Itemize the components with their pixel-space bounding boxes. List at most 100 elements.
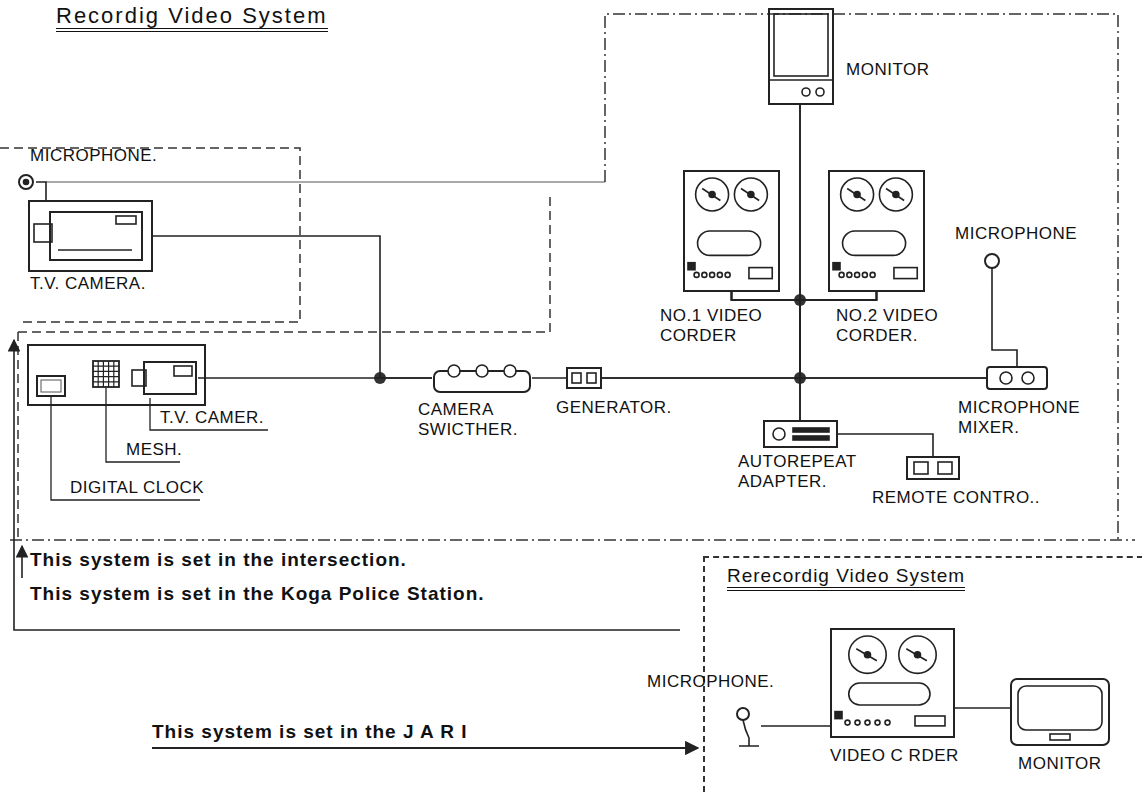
signal-wire (732, 292, 987, 378)
label-holder: NO.1 VIDEO CORDER (660, 306, 778, 346)
camera-detail (58, 249, 132, 251)
tape-path (698, 231, 761, 255)
label-holder: REMOTE CONTRO.. (872, 488, 1040, 508)
location-note: This system is set in the intersection. (30, 550, 407, 570)
control-button (717, 272, 722, 277)
label-holder: MESH. (126, 440, 182, 460)
adapter-bar (793, 428, 829, 432)
device-box: MONITOR (768, 8, 834, 105)
control-keys (749, 268, 772, 279)
label-holder: MONITOR (846, 60, 929, 80)
reel-spoke (741, 188, 759, 200)
signal-wire (800, 105, 877, 300)
clock-face (41, 380, 61, 392)
diagram-title: Recordig Video System (56, 6, 328, 32)
control-button (710, 272, 715, 277)
pointer-arrow (152, 747, 698, 749)
location-note: This system is set in the J A R I (152, 722, 468, 742)
control-button (875, 720, 880, 725)
camera-detail (174, 366, 192, 376)
device-icon (28, 200, 153, 272)
control-button (847, 272, 852, 277)
device-box: NO.2 VIDEO CORDER. (828, 170, 925, 292)
tape-reel (841, 178, 874, 211)
device-icon (980, 252, 1004, 286)
station-boundary (605, 14, 1118, 540)
control-light (835, 712, 842, 719)
generator-body (567, 368, 601, 388)
monitor-screen (1018, 686, 1102, 730)
monitor-stand (1050, 734, 1070, 740)
microphone-core (24, 180, 29, 185)
mesh-grid (93, 361, 119, 387)
device-box: T.V. CAMERA. (28, 200, 153, 272)
monitor-case (769, 9, 833, 104)
label-holder: NO.2 VIDEO CORDER. (836, 306, 958, 346)
intersection-boundary (17, 332, 19, 540)
generator-socket (572, 373, 581, 383)
leader-line (150, 398, 268, 430)
label-holder: T.V. CAMER. (160, 408, 264, 428)
mesh-grid (93, 361, 119, 387)
label-holder: VIDEO C RDER (830, 746, 959, 766)
control-button (865, 720, 870, 725)
label-holder: This system is set in the intersection. (30, 550, 407, 570)
reel-spoke (886, 188, 904, 200)
device-icon (432, 362, 532, 394)
label-holder: This system is set in the Koga Police St… (30, 584, 485, 604)
device-label: MICROPHONE. (30, 146, 157, 166)
tape-path (843, 231, 906, 255)
signal-wire (955, 707, 1010, 709)
device-box: MICROPHONE. (735, 704, 761, 748)
control-button (855, 272, 860, 277)
signal-wire (732, 105, 801, 300)
microphone-head (985, 254, 999, 268)
recorder-case (684, 171, 779, 291)
device-label: VIDEO C RDER (830, 746, 959, 766)
device-label: MICROPHONE (955, 224, 1077, 244)
device-label: DIGITAL CLOCK (70, 478, 204, 498)
device-box: CAMERA SWICTHER. (432, 362, 532, 394)
camera-housing (28, 345, 205, 405)
signal-wire (198, 377, 432, 379)
adapter-bar (793, 436, 829, 440)
location-note: This system is set in the Koga Police St… (30, 584, 485, 604)
microphone-head (19, 175, 33, 189)
camera-lens (132, 370, 146, 386)
device-icon (906, 456, 960, 480)
label-holder: DIGITAL CLOCK (70, 478, 204, 498)
control-button (855, 720, 860, 725)
device-label: NO.2 VIDEO CORDER. (836, 306, 958, 346)
remote-body (907, 457, 959, 479)
switcher-knob (448, 365, 460, 377)
signal-wire (602, 292, 800, 378)
device-icon (566, 367, 602, 389)
label-holder: This system is set in the J A R I (152, 722, 468, 742)
device-label: T.V. CAMERA. (30, 274, 146, 294)
camera-detail (116, 216, 136, 224)
control-button (839, 272, 844, 277)
device-box: NO.1 VIDEO CORDER (683, 170, 780, 292)
tape-reel (734, 178, 767, 211)
device-box: MICROPHONE MIXER. (986, 366, 1048, 390)
microphone-stem (991, 268, 993, 286)
device-icon (735, 704, 761, 748)
system-region: Rerecordig Video SystemMICROPHONE.VIDEO … (703, 556, 1142, 792)
tape-reel (849, 636, 886, 673)
adapter-body (764, 421, 837, 447)
device-label: NO.1 VIDEO CORDER (660, 306, 778, 346)
device-box: MICROPHONE (980, 252, 1004, 286)
monitor-detail (769, 79, 833, 81)
control-light (688, 263, 695, 270)
mixer-body (987, 367, 1047, 389)
remote-button (914, 462, 928, 474)
station-boundary (18, 192, 550, 332)
control-button (885, 720, 890, 725)
device-box: MESH. (92, 360, 120, 388)
device-label: T.V. CAMER. (160, 408, 264, 428)
microphone-stand (739, 720, 759, 746)
boundary-line (46, 182, 605, 183)
label-holder: MICROPHONE. (30, 146, 157, 166)
